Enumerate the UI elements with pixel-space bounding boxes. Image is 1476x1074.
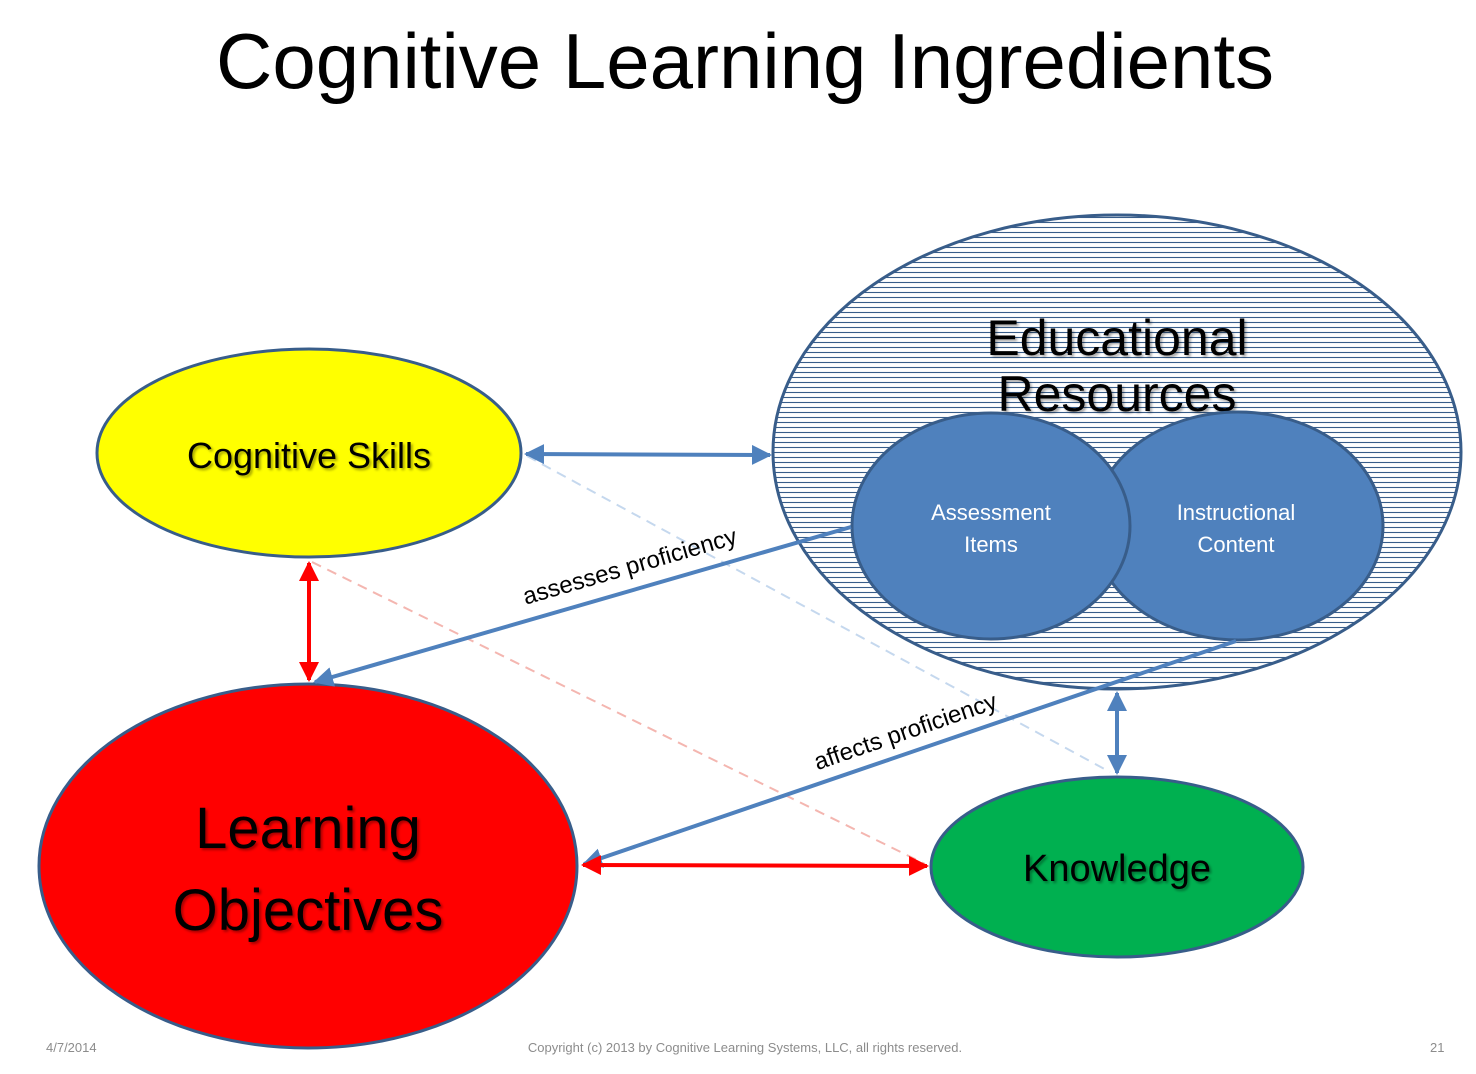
- arrow-instructional-to-objectives: [582, 639, 1237, 868]
- instructional-content-label-line1: Instructional: [1177, 500, 1296, 525]
- footer-date: 4/7/2014: [46, 1040, 97, 1055]
- assessment-items-label-line1: Assessment: [931, 500, 1051, 525]
- learning-objectives-label-line1: Learning: [195, 796, 421, 861]
- learning-objectives-ellipse[interactable]: [37, 682, 579, 1050]
- instructional-content-label-line2: Content: [1197, 532, 1274, 557]
- learning-objectives-label-line2: Objectives: [173, 878, 444, 943]
- knowledge-label: Knowledge: [1023, 848, 1211, 890]
- educational-resources-label-line2: Resources: [998, 366, 1237, 422]
- footer-copyright: Copyright (c) 2013 by Cognitive Learning…: [527, 1040, 963, 1055]
- educational-resources-label-line1: Educational: [986, 310, 1247, 366]
- footer-page-number: 21: [1430, 1040, 1445, 1055]
- knowledge-ellipse[interactable]: [929, 775, 1305, 959]
- slide-title: Cognitive Learning Ingredients: [216, 17, 1274, 105]
- assessment-items-ellipse[interactable]: [850, 411, 1132, 641]
- educational-resources-ellipse[interactable]: [771, 213, 1463, 691]
- cognitive-skills-ellipse[interactable]: [95, 347, 523, 559]
- assessment-items-label-line2: Items: [964, 532, 1018, 557]
- arrow-objectives-knowledge: [581, 855, 929, 876]
- instructional-content-ellipse[interactable]: [1091, 410, 1385, 642]
- cognitive-skills-label: Cognitive Skills: [187, 435, 431, 476]
- arrow-skills-resources: [524, 444, 772, 465]
- dashed-link-skills-knowledge: [311, 561, 926, 865]
- arrow-assessment-to-objectives: [313, 525, 852, 687]
